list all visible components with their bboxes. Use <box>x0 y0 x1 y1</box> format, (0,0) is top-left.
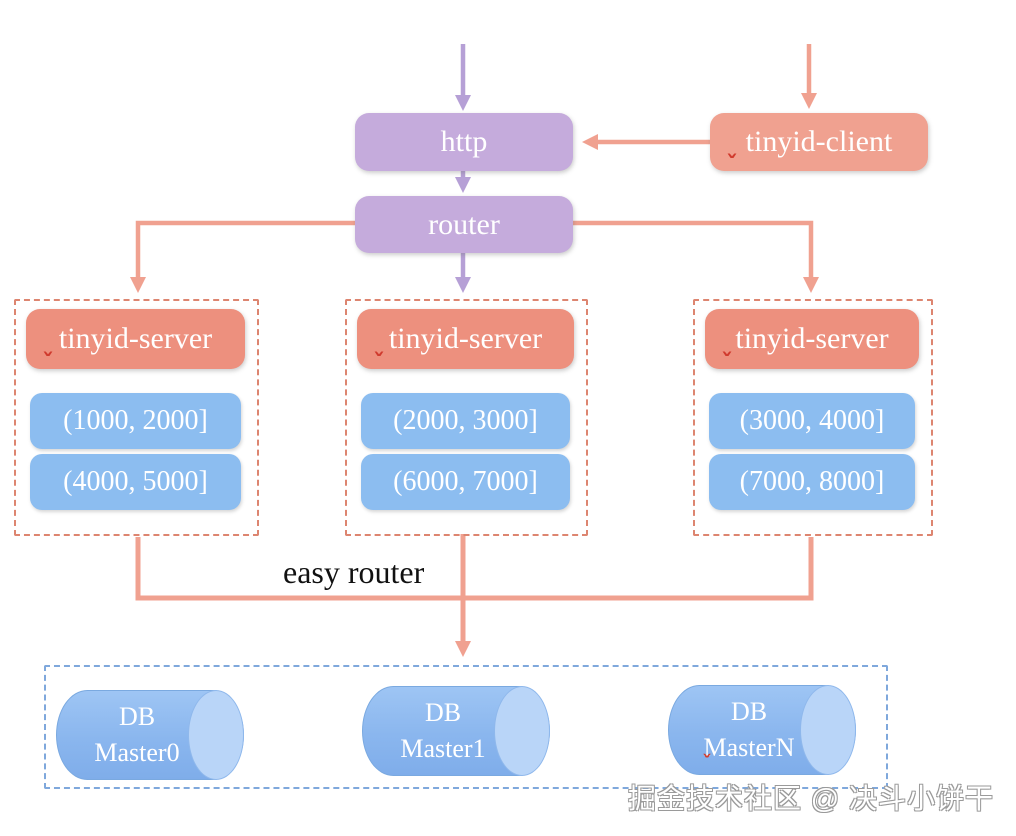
tinyid-server-node: tinyid-server ˇ <box>705 309 919 375</box>
db-master1-cylinder: DB Master1 <box>362 686 550 776</box>
cylinder-cap <box>494 686 550 776</box>
http-node: http <box>355 113 573 171</box>
tinyid-client-node: tinyid-client ˇ <box>710 113 928 177</box>
router-node: router <box>355 196 573 253</box>
id-range-label: (3000, 4000] <box>739 405 885 436</box>
db-label: DB Master0 <box>56 690 218 780</box>
id-range-label: (4000, 5000] <box>63 466 208 497</box>
db-name: DB <box>730 697 768 726</box>
spellcheck-mark-icon: ˇ <box>373 349 385 377</box>
id-range-badge: (2000, 3000] <box>361 393 570 449</box>
id-range-label: (6000, 7000] <box>393 466 538 497</box>
spellcheck-mark-icon: ˇ <box>42 349 54 377</box>
spellcheck-mark-icon: ˇ <box>702 751 712 775</box>
router-node-label: router <box>428 207 500 241</box>
db-master0-cylinder: DB Master0 <box>56 690 244 780</box>
db-label: DB Master1 <box>362 686 524 776</box>
db-name: DB <box>424 698 462 727</box>
tinyid-server-group-3: tinyid-server ˇ (3000, 4000] (7000, 8000… <box>693 299 933 536</box>
tinyid-server-label: tinyid-server <box>735 322 889 355</box>
db-instance: Master0 <box>94 738 180 767</box>
db-label: DB MasterN <box>668 685 830 775</box>
id-range-label: (2000, 3000] <box>393 405 538 436</box>
easy-router-label: easy router <box>283 554 425 590</box>
id-range-badge: (3000, 4000] <box>709 393 915 449</box>
id-range-label: (1000, 2000] <box>63 405 208 436</box>
database-zone <box>44 665 888 789</box>
tinyid-server-label: tinyid-server <box>388 322 543 355</box>
watermark-text: 掘金技术社区 @ 决斗小饼干 <box>628 783 994 814</box>
id-range-badge: (6000, 7000] <box>361 454 570 510</box>
db-instance: Master1 <box>400 734 486 763</box>
tinyid-server-node: tinyid-server ˇ <box>26 309 245 375</box>
id-range-badge: (7000, 8000] <box>709 454 915 510</box>
connector-servers-merge <box>135 537 814 601</box>
cylinder-cap <box>800 685 856 775</box>
arrow-router-to-right-server <box>572 220 819 293</box>
db-name: DB <box>118 702 156 731</box>
id-range-label: (7000, 8000] <box>739 466 885 497</box>
cylinder-cap <box>188 690 244 780</box>
tinyid-server-group-2: tinyid-server ˇ (2000, 3000] (6000, 7000… <box>345 299 588 536</box>
http-node-label: http <box>440 125 488 158</box>
tinyid-server-label: tinyid-server <box>58 322 213 355</box>
spellcheck-mark-icon: ˇ <box>721 349 733 377</box>
tinyid-server-group-1: tinyid-server ˇ (1000, 2000] (4000, 5000… <box>14 299 259 536</box>
id-range-badge: (4000, 5000] <box>30 454 241 510</box>
arrow-router-to-left-server <box>130 220 356 293</box>
db-mastern-cylinder: DB MasterN ˇ <box>668 685 856 775</box>
tinyid-server-node: tinyid-server ˇ <box>357 309 574 375</box>
spellcheck-mark-icon: ˇ <box>726 151 738 179</box>
db-instance: MasterN <box>703 733 795 762</box>
id-range-badge: (1000, 2000] <box>30 393 241 449</box>
tinyid-client-label: tinyid-client <box>745 125 893 158</box>
